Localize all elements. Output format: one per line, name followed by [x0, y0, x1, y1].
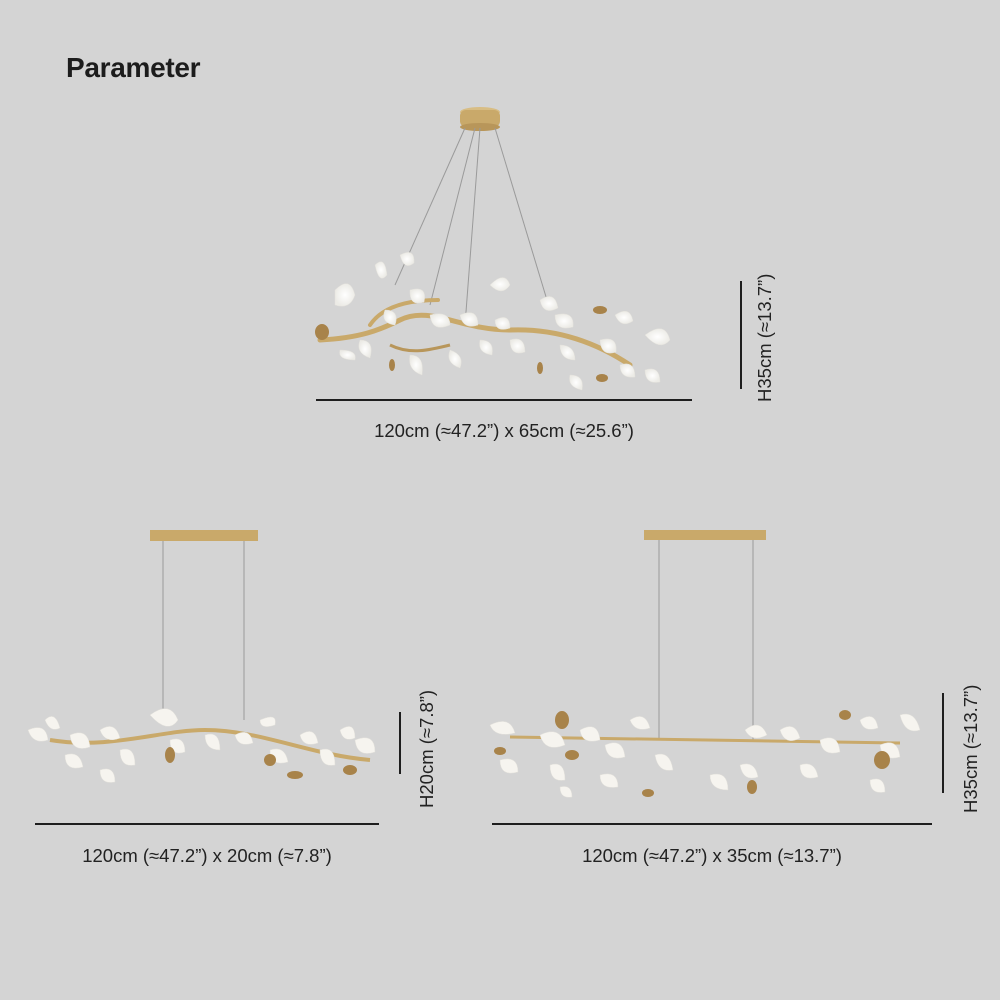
height-dimension-label: H35cm (≈13.7”): [960, 684, 981, 813]
height-dimension-label: H20cm (≈7.8”): [416, 689, 437, 808]
width-dimension-line: [492, 823, 932, 825]
width-dimension-label: 120cm (≈47.2”) x 20cm (≈7.8”): [82, 845, 332, 866]
linear-chandelier-small-image: [20, 525, 390, 795]
linear-chandelier-large-image: [480, 525, 935, 805]
height-dimension-line: [942, 693, 944, 793]
width-dimension-line: [35, 823, 379, 825]
round-chandelier-image: [300, 100, 700, 395]
height-dimension-label: H35cm (≈13.7”): [754, 273, 775, 402]
page-title: Parameter: [66, 52, 201, 83]
width-dimension-label: 120cm (≈47.2”) x 65cm (≈25.6”): [374, 420, 634, 441]
height-dimension-line: [740, 281, 742, 389]
width-dimension-label: 120cm (≈47.2”) x 35cm (≈13.7”): [582, 845, 842, 866]
width-dimension-line: [316, 399, 692, 401]
height-dimension-line: [399, 712, 401, 774]
